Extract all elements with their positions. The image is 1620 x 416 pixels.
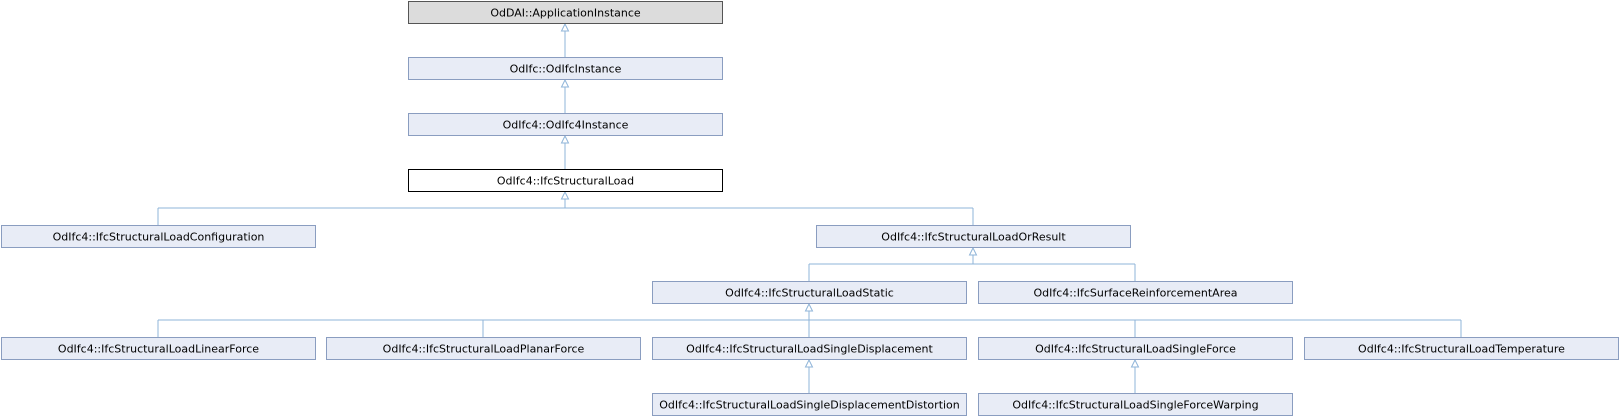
class-node-label: OdIfc4::IfcStructuralLoadSingleForceWarp… <box>1012 399 1258 412</box>
class-node[interactable]: OdIfc::OdIfcInstance <box>408 57 723 80</box>
class-node[interactable]: OdIfc4::IfcStructuralLoadTemperature <box>1304 337 1619 360</box>
inheritance-arrowhead <box>560 134 570 144</box>
class-node-box <box>652 281 967 304</box>
class-node-label: OdIfc4::IfcStructuralLoadPlanarForce <box>383 343 585 356</box>
inheritance-arrowhead <box>804 302 814 312</box>
class-node[interactable]: OdIfc4::OdIfc4Instance <box>408 113 723 136</box>
class-node: OdIfc4::IfcStructuralLoad <box>408 169 723 192</box>
inheritance-arrowhead <box>968 246 978 256</box>
inheritance-edge-group <box>560 22 570 57</box>
class-node[interactable]: OdIfc4::IfcStructuralLoadOrResult <box>816 225 1131 248</box>
inheritance-edge-group <box>157 190 974 225</box>
class-node-label: OdIfc4::IfcSurfaceReinforcementArea <box>1033 287 1237 300</box>
class-node-label: OdIfc4::IfcStructuralLoadTemperature <box>1358 343 1565 356</box>
class-node-label: OdIfc::OdIfcInstance <box>510 63 622 76</box>
class-node-label: OdIfc4::IfcStructuralLoadConfiguration <box>53 231 265 244</box>
inheritance-edge-group <box>804 358 814 393</box>
inheritance-arrowhead <box>1130 358 1140 368</box>
class-node-box <box>408 57 723 80</box>
class-node-label: OdIfc4::IfcStructuralLoadStatic <box>725 287 894 300</box>
class-node[interactable]: OdIfc4::IfcStructuralLoadSingleDisplacem… <box>652 393 967 416</box>
inheritance-edge-group <box>157 302 1462 337</box>
class-node[interactable]: OdIfc4::IfcStructuralLoadSingleForceWarp… <box>978 393 1293 416</box>
class-node-box <box>1304 337 1619 360</box>
class-node-label: OdIfc4::IfcStructuralLoadOrResult <box>881 231 1066 244</box>
class-node[interactable]: OdIfc4::IfcStructuralLoadSingleForce <box>978 337 1293 360</box>
class-node-label: OdDAI::ApplicationInstance <box>490 7 641 20</box>
inheritance-edge-group <box>560 134 570 169</box>
class-node[interactable]: OdIfc4::IfcStructuralLoadPlanarForce <box>326 337 641 360</box>
class-node-box <box>816 225 1131 248</box>
class-node-box <box>978 281 1293 304</box>
inheritance-arrowhead <box>560 22 570 32</box>
inheritance-edge-group <box>808 246 1136 281</box>
edges-layer <box>157 22 1462 393</box>
class-node-label: OdIfc4::IfcStructuralLoadSingleDisplacem… <box>659 399 960 412</box>
class-node[interactable]: OdIfc4::IfcStructuralLoadSingleDisplacem… <box>652 337 967 360</box>
class-node-box <box>408 1 723 24</box>
class-node-label: OdIfc4::IfcStructuralLoadSingleForce <box>1035 343 1236 356</box>
class-node[interactable]: OdIfc4::IfcStructuralLoadStatic <box>652 281 967 304</box>
class-node-label: OdIfc4::IfcStructuralLoadSingleDisplacem… <box>686 343 933 356</box>
class-node[interactable]: OdIfc4::IfcStructuralLoadConfiguration <box>1 225 316 248</box>
inheritance-edge-group <box>1130 358 1140 393</box>
class-node[interactable]: OdIfc4::IfcSurfaceReinforcementArea <box>978 281 1293 304</box>
class-node-box <box>978 337 1293 360</box>
class-node-box <box>408 169 723 192</box>
class-node[interactable]: OdIfc4::IfcStructuralLoadLinearForce <box>1 337 316 360</box>
class-node[interactable]: OdDAI::ApplicationInstance <box>408 1 723 24</box>
inheritance-arrowhead <box>560 78 570 88</box>
class-node-box <box>1 225 316 248</box>
inheritance-edge-group <box>560 78 570 113</box>
class-node-label: OdIfc4::IfcStructuralLoadLinearForce <box>58 343 259 356</box>
class-node-box <box>1 337 316 360</box>
inheritance-arrowhead <box>560 190 570 200</box>
class-node-box <box>326 337 641 360</box>
class-node-box <box>408 113 723 136</box>
class-node-box <box>652 337 967 360</box>
class-node-label: OdIfc4::OdIfc4Instance <box>503 119 629 132</box>
inheritance-arrowhead <box>804 358 814 368</box>
class-node-label: OdIfc4::IfcStructuralLoad <box>497 175 634 188</box>
